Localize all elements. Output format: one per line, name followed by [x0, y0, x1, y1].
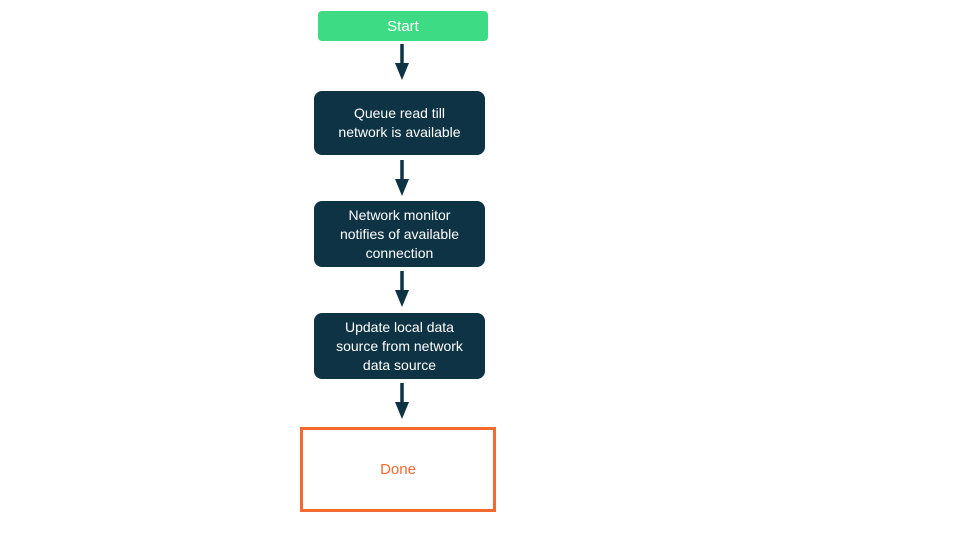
arrow-down-icon [395, 383, 409, 419]
flow-node-start: Start [318, 11, 488, 41]
flow-node-done: Done [300, 427, 496, 512]
arrow-down-icon [395, 271, 409, 307]
flow-node-update-local: Update local data source from network da… [314, 313, 485, 379]
arrow-down-icon [395, 160, 409, 196]
flow-node-network-monitor: Network monitor notifies of available co… [314, 201, 485, 267]
arrow-down-icon [395, 44, 409, 80]
flow-node-queue-read: Queue read till network is available [314, 91, 485, 155]
